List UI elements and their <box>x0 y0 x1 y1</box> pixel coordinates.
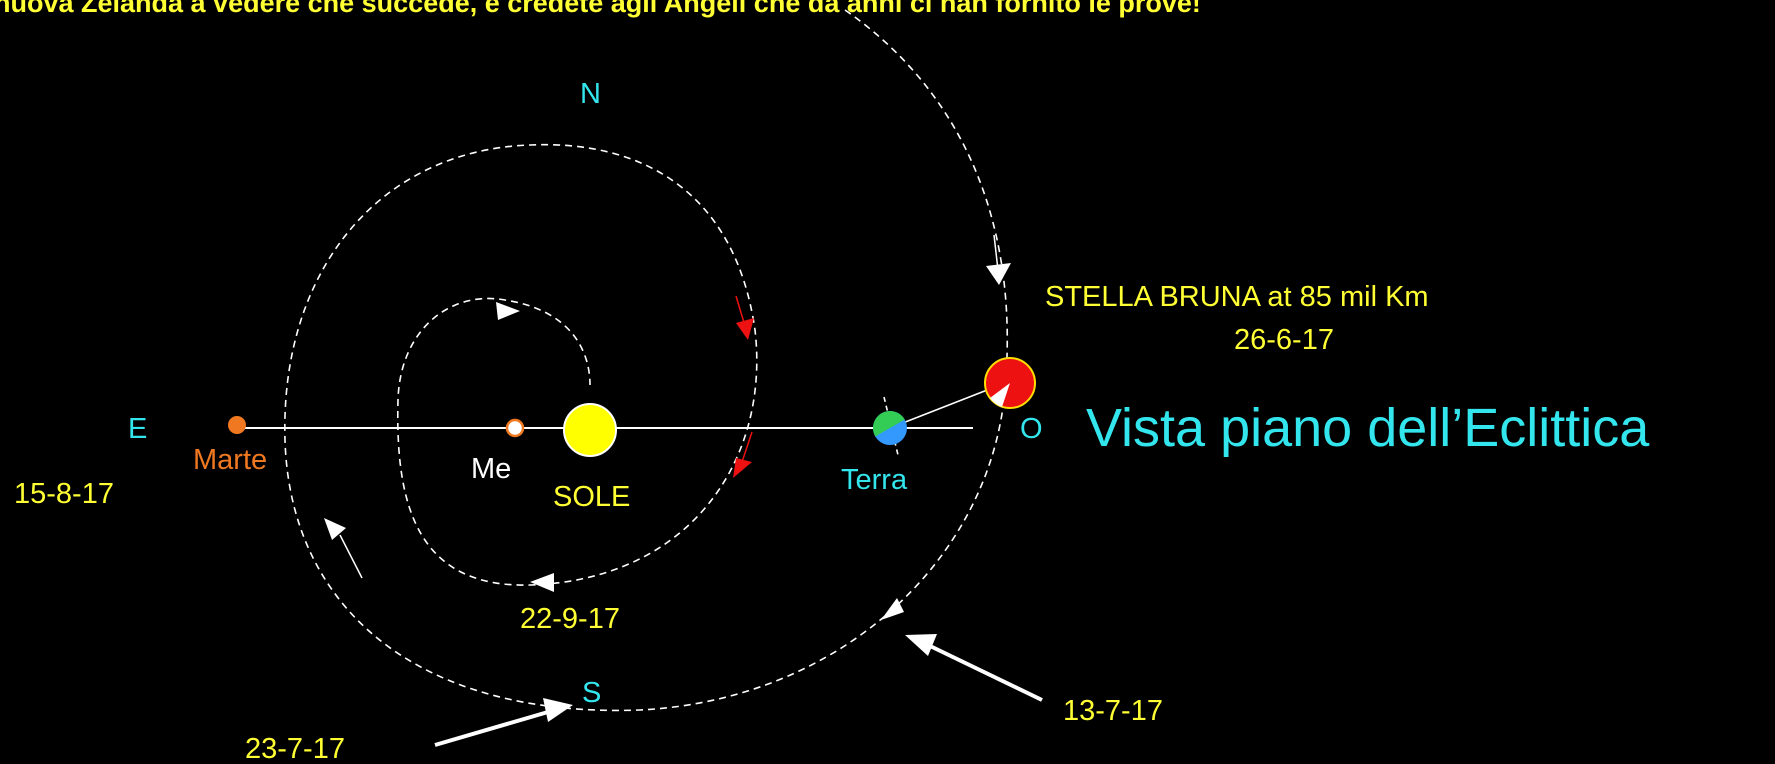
pointer-13-7-shaft <box>927 643 1043 702</box>
stella-title: STELLA BRUNA at 85 mil Km <box>1045 281 1429 313</box>
stella-bruna-light-side <box>990 383 1010 407</box>
orbit-arrow-east-stem <box>993 234 999 271</box>
orbit-arrow-red-2 <box>733 458 752 478</box>
pointer-23-7-shaft <box>434 710 549 747</box>
earth-green-half <box>873 411 905 437</box>
pointer-23-7-head <box>543 698 573 722</box>
mercury-label: Me <box>471 453 511 485</box>
mars-dot <box>228 416 246 434</box>
orbit-arrow-top-inner <box>496 302 520 320</box>
mars-label: Marte <box>193 444 267 476</box>
pointer-13-7-head <box>905 634 937 656</box>
compass-east: E <box>128 413 147 445</box>
pointer-arrows <box>434 634 1043 747</box>
orbit-arrow-left-stem <box>339 534 363 579</box>
orbit-arrow-left <box>324 518 346 540</box>
outer-orbit-path <box>284 9 1009 712</box>
mercury-dot <box>505 418 525 438</box>
orbit-arrow-bottom-right <box>881 598 904 620</box>
date-13-7: 13-7-17 <box>1063 695 1163 727</box>
compass-south: S <box>582 677 601 709</box>
date-15-8: 15-8-17 <box>14 478 114 510</box>
sun-disc <box>563 403 617 457</box>
earth-label: Terra <box>841 464 908 496</box>
orbit-arrow-red-2-stem <box>741 431 753 463</box>
orbit-arrow-bottom-inner <box>530 573 554 592</box>
stella-line <box>889 384 1001 429</box>
stella-date: 26-6-17 <box>1234 324 1334 356</box>
view-title: Vista piano dell’Eclittica <box>1086 398 1650 458</box>
earth <box>873 396 907 456</box>
compass-west: O <box>1020 413 1043 445</box>
orbit-arrow-red-1 <box>736 318 754 340</box>
stella-bruna <box>984 357 1036 409</box>
orbit-arrow-east <box>986 263 1011 285</box>
header-text: nuova Zelanda a vedere che succede, e cr… <box>0 0 1201 18</box>
date-23-7: 23-7-17 <box>245 733 345 764</box>
sun-label: SOLE <box>553 481 630 513</box>
orbit-arrow-red-1-stem <box>735 295 746 327</box>
orbit-arrows <box>324 234 1011 620</box>
compass-north: N <box>580 78 601 110</box>
date-22-9: 22-9-17 <box>520 603 620 635</box>
